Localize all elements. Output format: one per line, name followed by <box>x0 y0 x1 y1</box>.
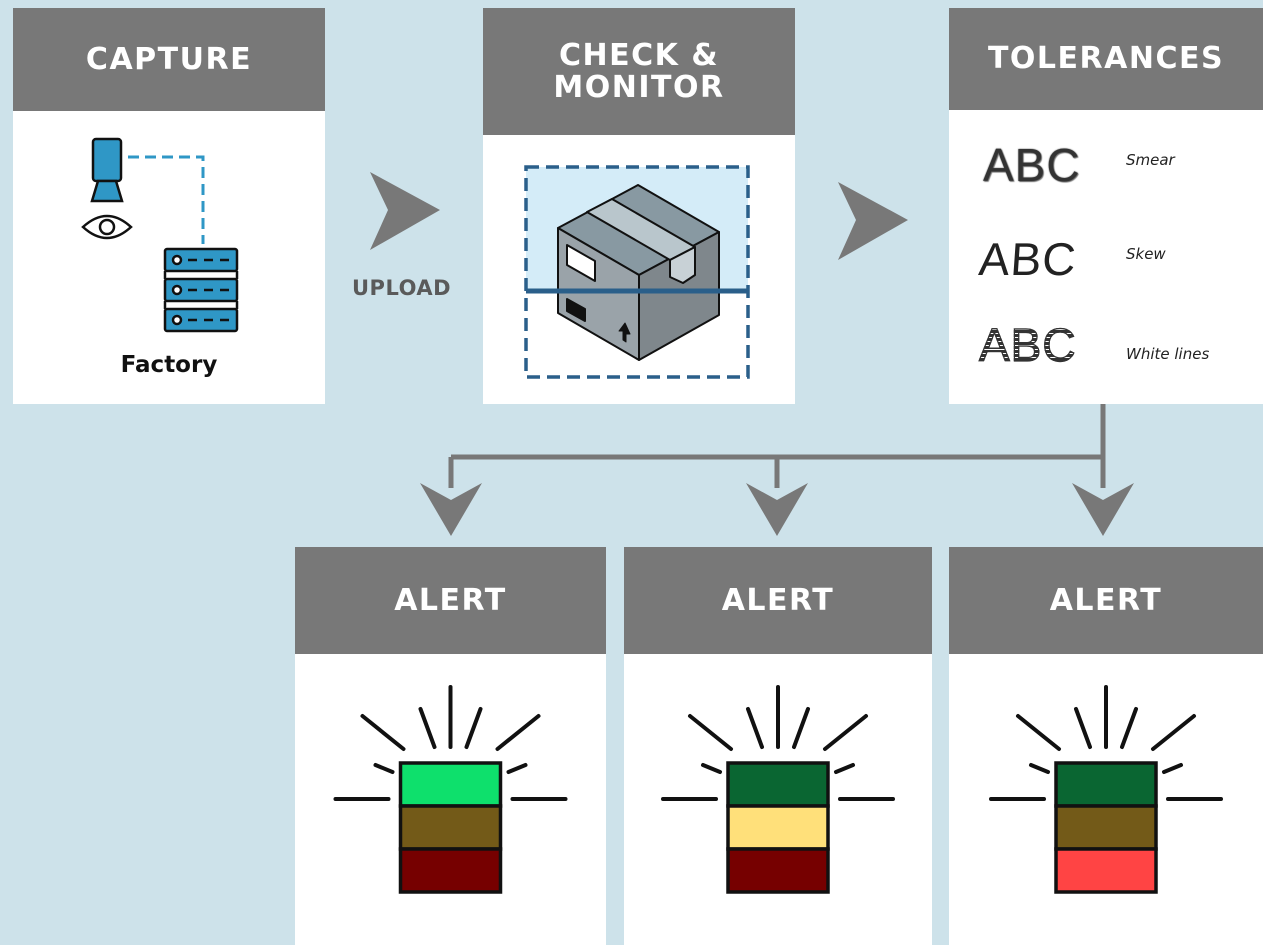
stack-light-icon <box>661 685 895 894</box>
alert-card-2: ALERT <box>624 547 932 945</box>
arrow-down-icon <box>746 483 808 536</box>
factory-label: Factory <box>120 352 218 378</box>
tolerances-card: TOLERANCES ABC Smear ABC Skew ABC White … <box>949 8 1263 404</box>
lamp-middle <box>1054 804 1158 851</box>
light-rays <box>989 685 1223 801</box>
skew-sample: ABC <box>977 233 1079 285</box>
smear-sample: ABC <box>983 139 1081 191</box>
lamp-top <box>726 761 830 808</box>
package-box-icon <box>557 184 720 361</box>
stack-light-icon <box>989 685 1223 894</box>
white-lines-sample: ABC <box>978 318 1077 371</box>
dashed-connector <box>111 155 205 244</box>
alert-header: ALERT <box>295 547 606 654</box>
check-monitor-card: CHECK & MONITOR <box>483 8 795 404</box>
lamp-top <box>1054 761 1158 808</box>
lamp-bottom <box>726 847 830 894</box>
scan-frame <box>524 165 750 379</box>
lamp-bottom <box>1054 847 1158 894</box>
tolerances-title: TOLERANCES <box>987 41 1225 77</box>
alert-header: ALERT <box>949 547 1263 654</box>
lamp-middle <box>726 804 830 851</box>
skew-label: Skew <box>1126 245 1166 263</box>
server-icon <box>163 247 239 333</box>
arrow-down-icon <box>1072 483 1134 536</box>
stack-light-icon <box>333 685 568 894</box>
package-scan-diagram <box>524 165 750 379</box>
alert-title: ALERT <box>1049 582 1163 618</box>
tolerances-header: TOLERANCES <box>949 8 1263 110</box>
smear-label: Smear <box>1126 151 1175 169</box>
capture-card-header: CAPTURE <box>13 8 325 111</box>
check-title-line1: CHECK & <box>559 38 719 73</box>
capture-card: CAPTURE Factory <box>13 8 325 404</box>
white-lines-label: White lines <box>1126 345 1210 363</box>
factory-diagram <box>81 137 239 333</box>
light-rays <box>661 685 895 801</box>
arrow-right-icon <box>838 182 908 260</box>
arrow-right-icon <box>370 172 440 250</box>
alert-title: ALERT <box>721 582 835 618</box>
camera-icon <box>90 137 124 203</box>
capture-title: CAPTURE <box>85 41 253 77</box>
lamp-middle <box>398 804 503 851</box>
alert-header: ALERT <box>624 547 932 654</box>
lamp-top <box>398 761 503 808</box>
alert-title: ALERT <box>394 582 507 618</box>
arrow-down-icon <box>420 483 482 536</box>
upload-label: UPLOAD <box>352 276 452 300</box>
light-rays <box>333 685 568 801</box>
alert-card-1: ALERT <box>295 547 606 945</box>
check-monitor-header: CHECK & MONITOR <box>483 8 795 135</box>
eye-icon <box>81 214 133 240</box>
check-title-line2: MONITOR <box>553 69 725 105</box>
lamp-bottom <box>398 847 503 894</box>
alert-card-3: ALERT <box>949 547 1263 945</box>
